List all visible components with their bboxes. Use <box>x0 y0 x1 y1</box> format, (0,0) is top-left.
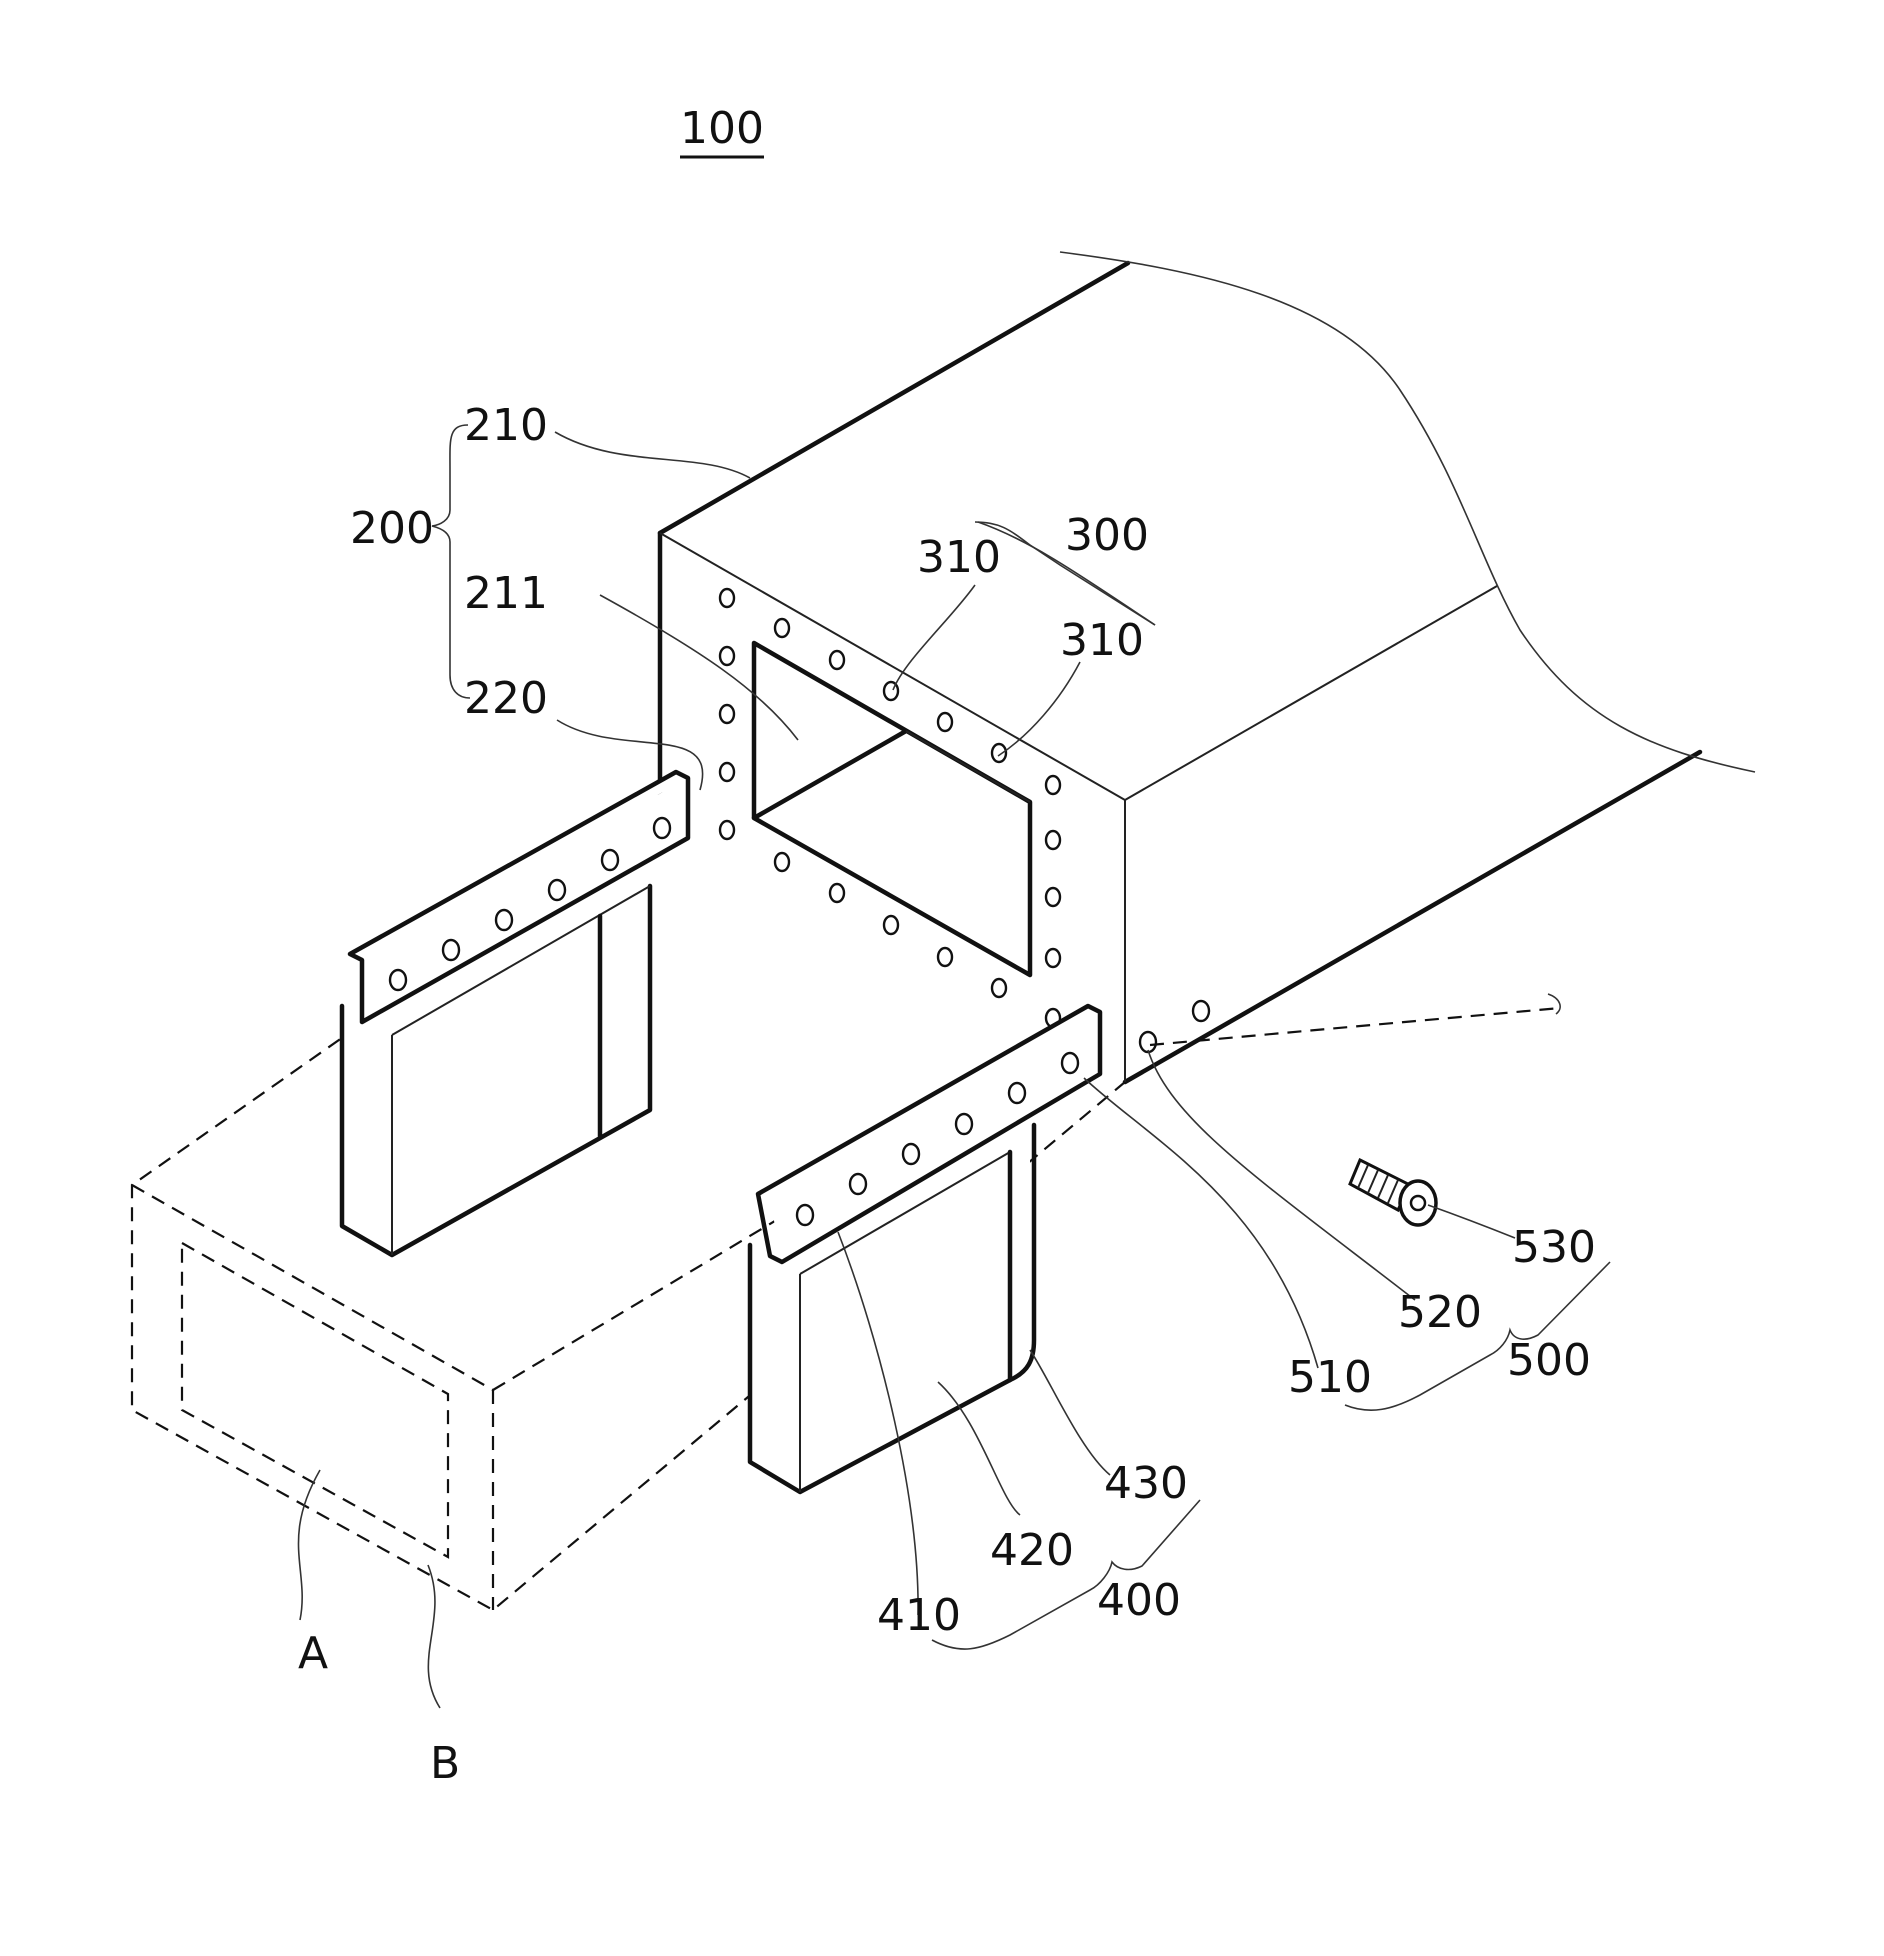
label-510: 510 <box>1288 1352 1372 1403</box>
break-line <box>1059 251 1756 773</box>
housing-210 <box>657 251 1756 1085</box>
label-a: A <box>298 1628 328 1679</box>
label-310-a: 310 <box>917 532 1001 583</box>
label-430: 430 <box>1104 1458 1188 1509</box>
side-hole-520 <box>1138 1030 1158 1054</box>
label-b: B <box>430 1738 460 1789</box>
side-hole <box>1191 999 1211 1023</box>
label-210: 210 <box>464 400 548 451</box>
brace-200 <box>431 424 471 699</box>
label-500: 500 <box>1507 1335 1591 1386</box>
brace-300 <box>974 521 1156 626</box>
bolt-530 <box>1348 1157 1438 1227</box>
left-bus-assembly <box>339 769 691 1258</box>
label-220: 220 <box>464 673 548 724</box>
label-410: 410 <box>877 1590 961 1641</box>
label-310-b: 310 <box>1060 615 1144 666</box>
label-211: 211 <box>464 568 548 619</box>
label-520: 520 <box>1398 1287 1482 1338</box>
label-400: 400 <box>1097 1575 1181 1626</box>
bolt-holes-310 <box>718 587 1062 1029</box>
brace-400 <box>931 1499 1201 1650</box>
figure-number: 100 <box>680 103 764 154</box>
label-420: 420 <box>990 1525 1074 1576</box>
brace-500 <box>1344 1261 1611 1411</box>
label-300: 300 <box>1065 510 1149 561</box>
label-200: 200 <box>350 503 434 554</box>
leader-lines <box>297 431 1516 1709</box>
right-bus-assembly-400 <box>747 1003 1103 1495</box>
label-530: 530 <box>1512 1222 1596 1273</box>
